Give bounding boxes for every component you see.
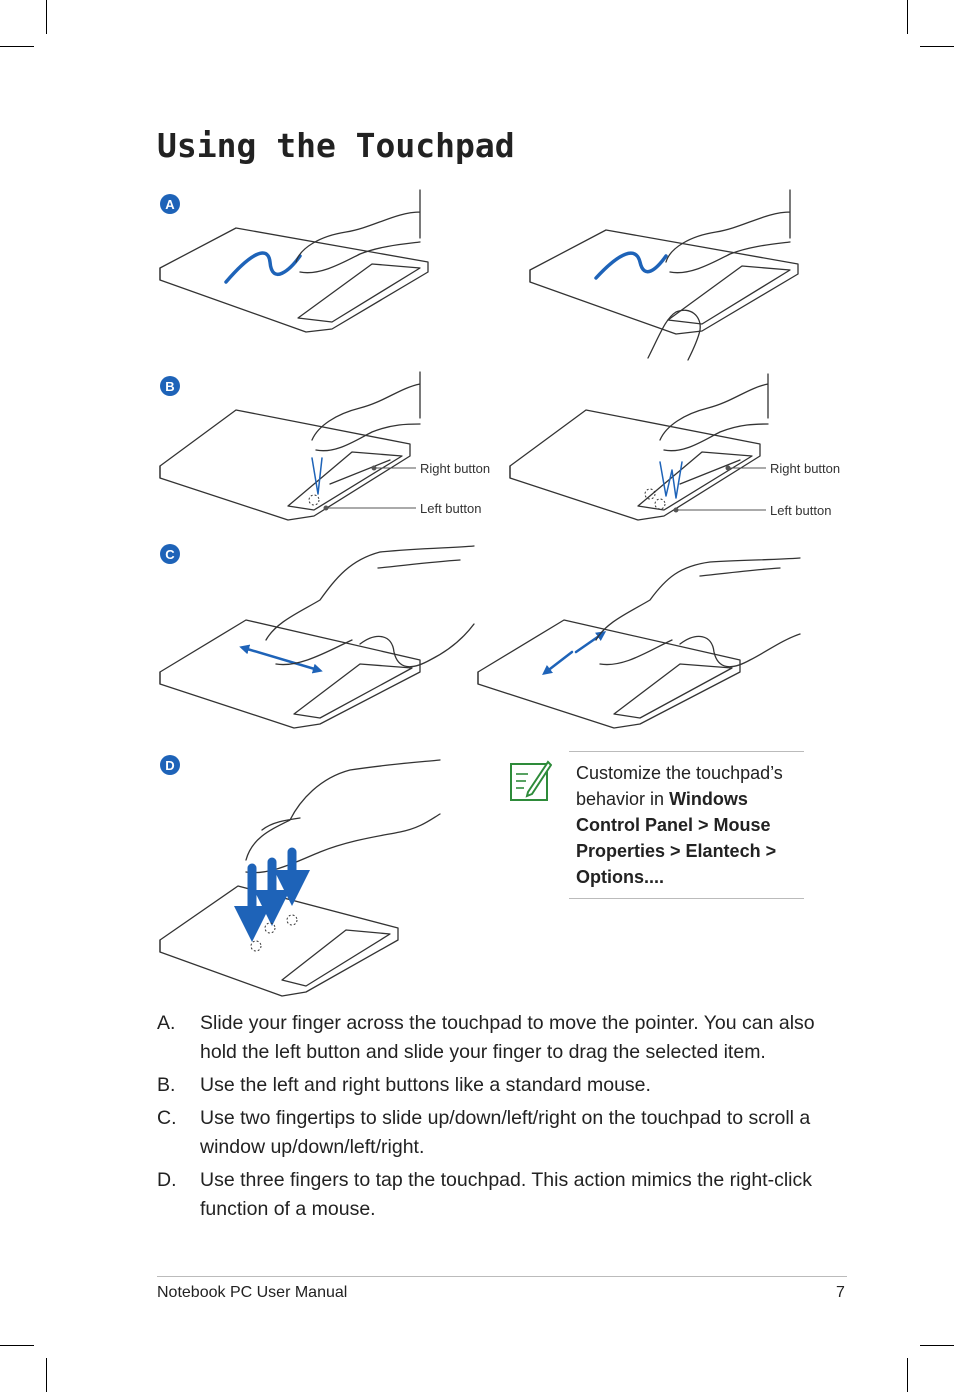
figure-d-three-finger-tap [159, 759, 441, 997]
figure-badge-b: B [160, 376, 180, 396]
note-pencil-icon [510, 760, 552, 801]
crop-mark [46, 0, 47, 34]
figure-a-slide [159, 189, 429, 333]
right-button-label: Right button [770, 461, 841, 476]
note-text: Customize the touchpad’s behavior in Win… [576, 763, 783, 887]
figure-a-drag [529, 189, 799, 361]
page-title: Using the Touchpad [157, 126, 515, 165]
footer-divider [157, 1276, 847, 1277]
crop-mark [907, 0, 908, 34]
figure-c-two-finger-vertical [477, 557, 801, 729]
crop-mark [920, 46, 954, 47]
touchpad-illustrations [159, 189, 801, 997]
list-item: C.Use two fingertips to slide up/down/le… [157, 1107, 811, 1158]
figure-c-two-finger-horizontal [159, 545, 475, 729]
crop-mark [907, 1358, 908, 1392]
crop-mark [46, 1358, 47, 1392]
note-box [569, 751, 804, 899]
figure-badge-a: A [160, 194, 180, 214]
list-item: D.Use three fingers to tap the touchpad.… [157, 1169, 813, 1220]
footer-manual-title: Notebook PC User Manual [157, 1284, 348, 1301]
crop-mark [0, 46, 34, 47]
list-item: B.Use the left and right buttons like a … [157, 1074, 651, 1096]
right-button-label: Right button [420, 461, 491, 476]
figure-badge-d: D [160, 755, 180, 775]
figure-b-left-click [159, 371, 421, 521]
left-button-label: Left button [420, 501, 482, 516]
left-button-label: Left button [770, 503, 832, 518]
figure-badge-c: C [160, 544, 180, 564]
page-number: 7 [836, 1284, 845, 1301]
figure-b-right-click [509, 373, 769, 521]
list-item: A.Slide your finger across the touchpad … [157, 1012, 815, 1063]
note-path: Windows Control Panel > Mouse Properties… [576, 789, 777, 887]
crop-mark [0, 1345, 34, 1346]
crop-mark [920, 1345, 954, 1346]
instruction-list: A.Slide your finger across the touchpad … [157, 1009, 817, 1228]
